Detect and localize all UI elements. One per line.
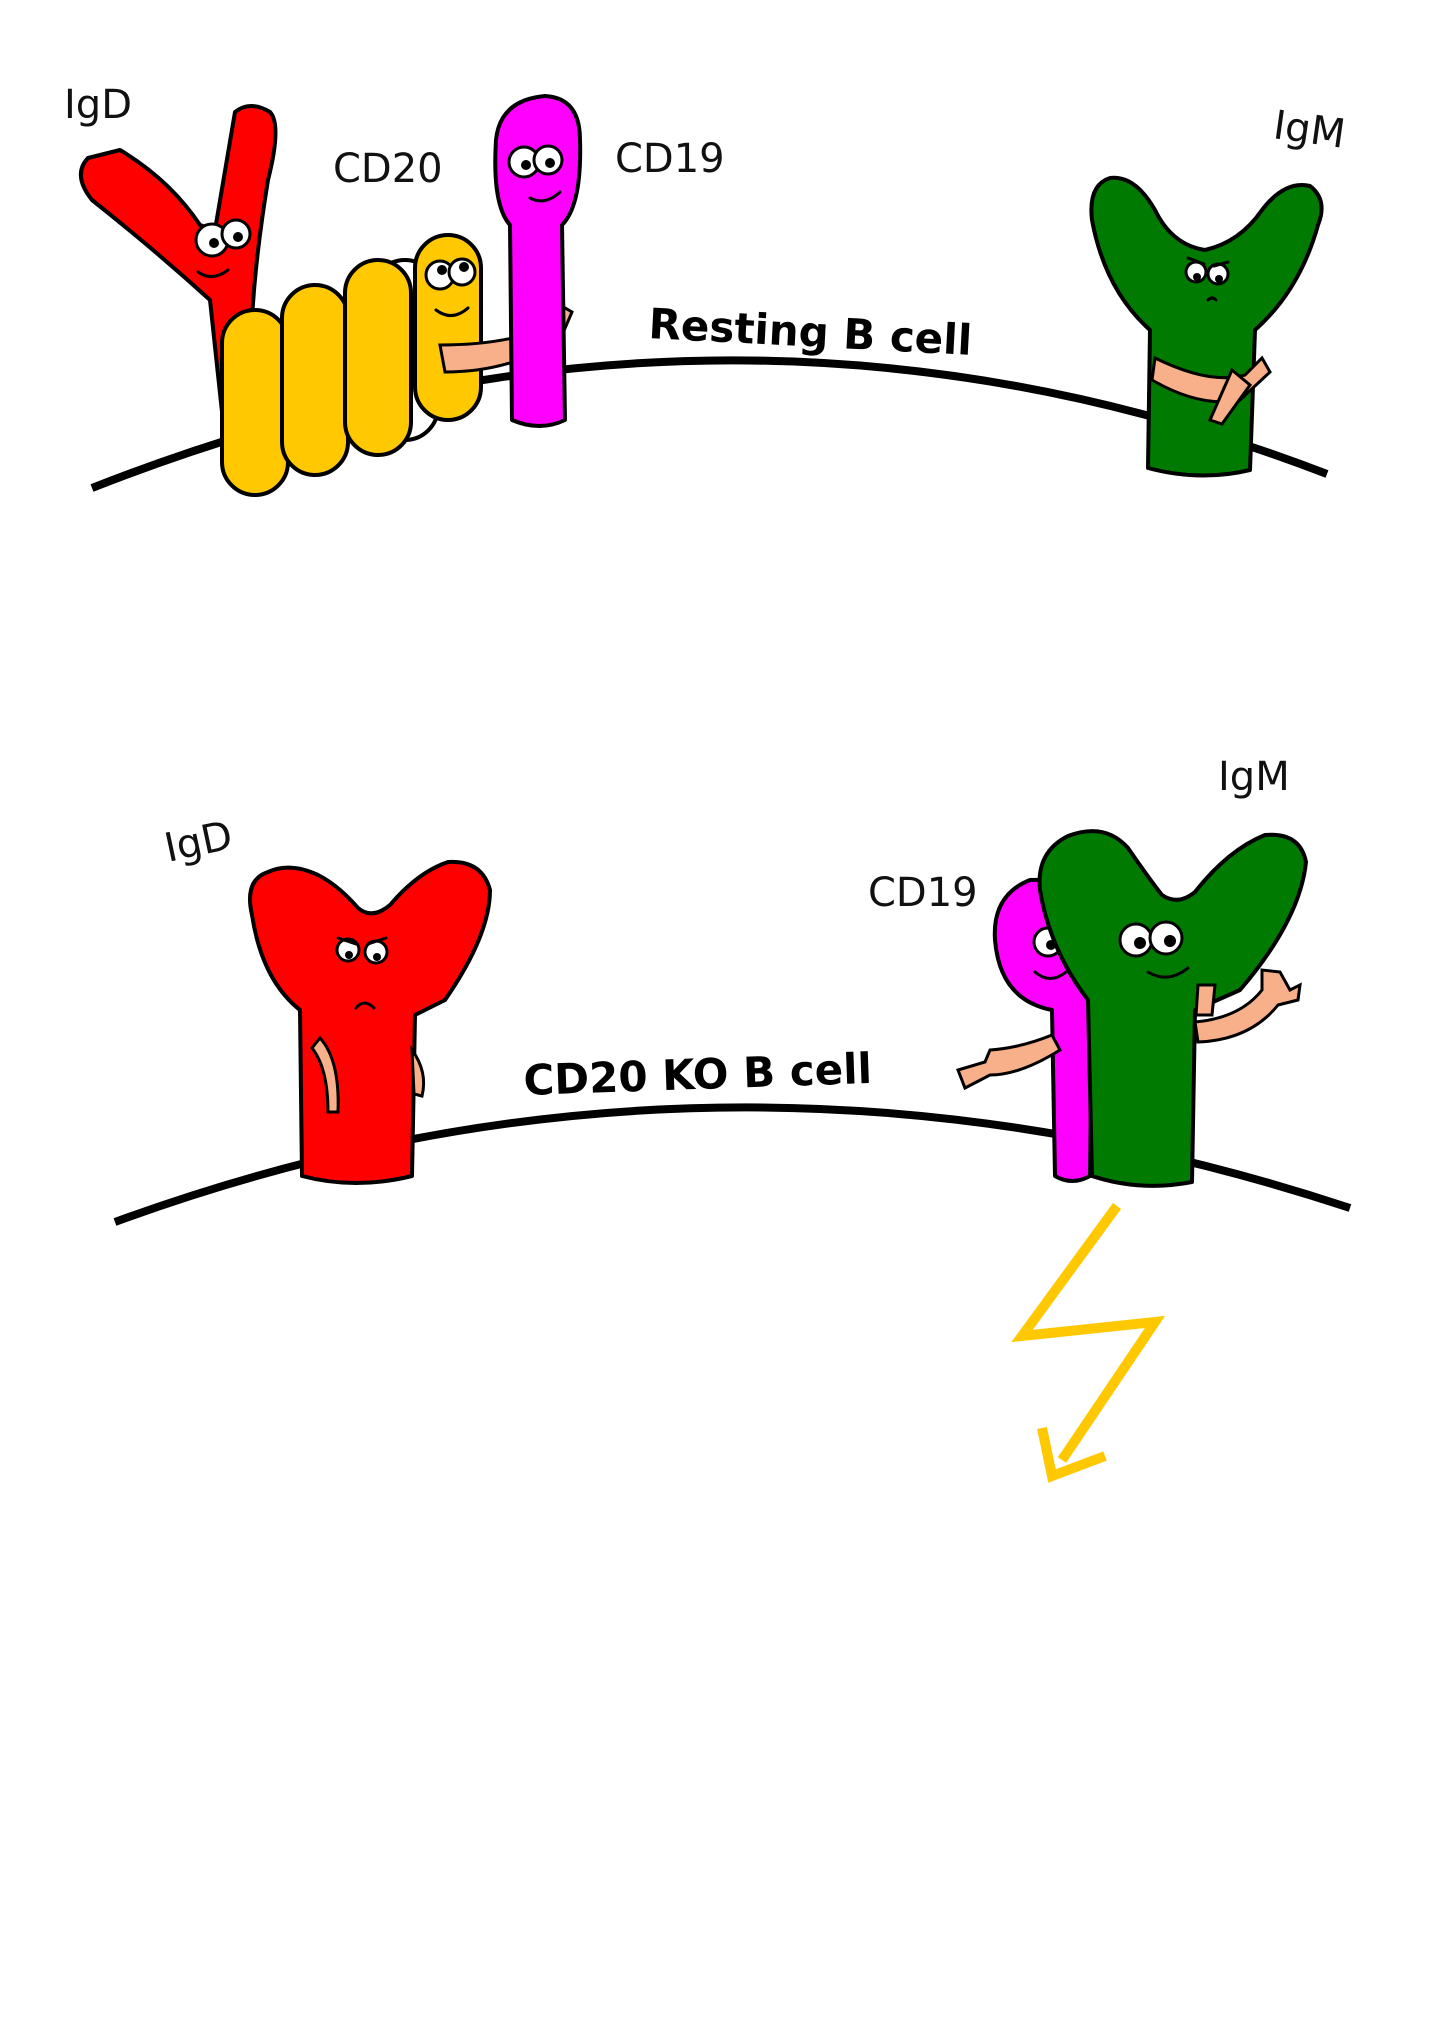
panel-cd20-ko: IgD CD19 IgM CD20 KO B cell	[113, 754, 1352, 1483]
label-cd19: CD19	[615, 136, 725, 182]
panel-resting: IgD CD20 CD19 IgM Resting B cell	[64, 82, 1348, 497]
panel-title: CD20 KO B cell	[523, 1044, 873, 1105]
signal-lightning-icon	[1011, 1203, 1166, 1483]
label-igm: IgM	[1271, 102, 1348, 158]
igm-molecule	[1089, 175, 1324, 478]
cd19-molecule	[493, 94, 583, 428]
igm-molecule	[1037, 829, 1308, 1188]
label-igd: IgD	[64, 82, 132, 128]
igd-molecule	[248, 859, 492, 1185]
label-igd: IgD	[161, 813, 237, 872]
label-cd20: CD20	[333, 146, 443, 192]
cd20-molecule	[220, 233, 574, 497]
label-igm: IgM	[1218, 754, 1290, 800]
label-cd19: CD19	[868, 870, 978, 916]
panel-title: Resting B cell	[647, 299, 973, 365]
